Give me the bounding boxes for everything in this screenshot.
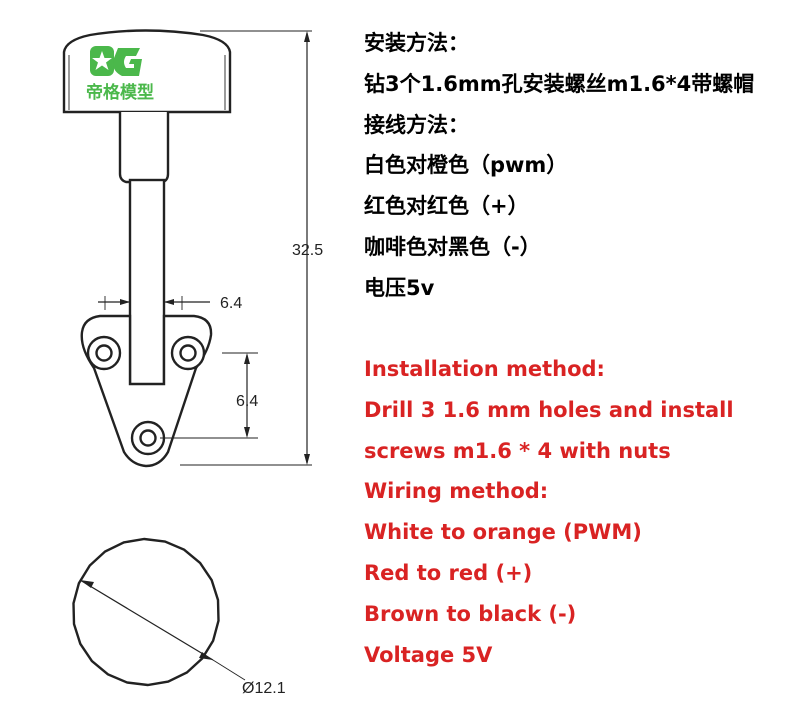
- english-line: Wiring method:: [364, 479, 549, 504]
- english-line: Red to red (+): [364, 561, 533, 585]
- mounting-hole-right: [170, 335, 206, 371]
- chinese-line: 接线方法：: [364, 112, 469, 137]
- english-line: White to orange (PWM): [364, 520, 642, 545]
- english-line: Brown to black (-): [364, 601, 577, 626]
- mounting-hole-bottom: [130, 420, 166, 456]
- stem-width-label: 6.4: [220, 295, 242, 312]
- chinese-line: 咖啡色对黑色（-）: [364, 235, 541, 259]
- diameter-label: Ø12.1: [242, 680, 286, 697]
- mounting-hole-left: [86, 335, 122, 371]
- height-dimension-label: 32.5: [292, 242, 323, 259]
- height-dimension: 32.5: [180, 30, 323, 466]
- chinese-line: 钻3个1.6mm孔安装螺丝m1.6*4带螺帽: [364, 71, 755, 96]
- chinese-line: 安装方法：: [364, 31, 469, 55]
- english-line: Voltage 5V: [364, 642, 493, 667]
- english-line: screws m1.6 * 4 with nuts: [364, 438, 671, 463]
- hole-spacing-label: 6.4: [236, 393, 258, 410]
- chinese-line: 电压5v: [364, 275, 435, 300]
- hole-spacing-dimension: 6.4: [160, 352, 258, 439]
- english-line: Installation method:: [364, 357, 605, 381]
- antenna-stem-lower: [128, 178, 166, 387]
- stem-width-dimension: 6.4: [98, 295, 242, 312]
- english-line: Drill 3 1.6 mm holes and install: [364, 397, 734, 422]
- brand-logo: 帝格模型: [86, 46, 154, 103]
- antenna-stem-upper: [118, 112, 170, 184]
- brand-logo-name: 帝格模型: [86, 82, 154, 103]
- chinese-line: 红色对红色（+）: [364, 194, 529, 219]
- antenna-technical-drawing: 帝格模型 32.5 6.4: [62, 29, 323, 697]
- top-view-outline: Ø12.1: [72, 537, 286, 697]
- chinese-line: 白色对橙色（pwm）: [364, 153, 568, 178]
